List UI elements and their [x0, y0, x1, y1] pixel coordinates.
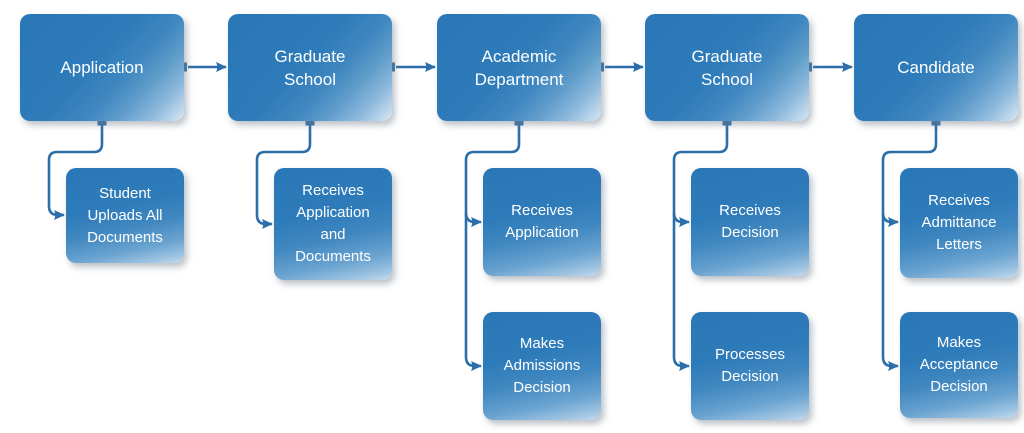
node-academic-department: Academic Department: [437, 14, 601, 121]
subnode-makes-acceptance-decision: Makes Acceptance Decision: [900, 312, 1018, 418]
subnode-label: Receives Application: [505, 202, 579, 241]
subnode-label: Receives Decision: [719, 202, 781, 241]
connector-origin-square: [97, 116, 107, 126]
subnode-student-uploads-all-documents: Student Uploads All Documents: [66, 168, 184, 263]
subnode-label: Makes Acceptance Decision: [919, 334, 999, 395]
subnode-receives-application: Receives Application: [483, 168, 601, 276]
node-label: Academic Department: [474, 46, 564, 89]
connector-candidate-to-sub1: [881, 212, 899, 227]
node-label: Candidate: [897, 58, 975, 77]
subnode-label: Makes Admissions Decision: [503, 335, 581, 396]
subnode-label: Receives Application and Documents: [295, 182, 371, 265]
node-graduate-school-1: Graduate School: [228, 14, 392, 121]
connector-academic-department-to-sub2: [464, 125, 521, 371]
node-candidate: Candidate: [854, 14, 1018, 121]
subnode-receives-admittance-letters: Receives Admittance Letters: [900, 168, 1018, 278]
connector-origin-square: [722, 116, 732, 126]
connector-academic-department-to-sub1: [464, 212, 482, 227]
connector-origin-square: [931, 116, 941, 126]
subnode-processes-decision: Processes Decision: [691, 312, 809, 420]
subnode-label: Processes Decision: [714, 346, 786, 385]
node-application: Application: [20, 14, 184, 121]
connector-graduate-school-2-to-sub2: [672, 125, 729, 371]
connector-origin-square: [514, 116, 524, 126]
connector-graduate-school-1-to-sub: [255, 125, 312, 229]
node-label: Graduate School: [691, 46, 763, 89]
connector-graduate-school-2-to-sub1: [672, 212, 690, 227]
connector-candidate-to-sub2: [881, 125, 938, 371]
subnode-label: Receives Admittance Letters: [921, 192, 997, 253]
connector-application-to-sub: [47, 125, 104, 220]
subnode-receives-decision: Receives Decision: [691, 168, 809, 276]
subnode-label: Student Uploads All Documents: [87, 184, 163, 246]
subnode-receives-application-and-documents: Receives Application and Documents: [274, 168, 392, 280]
node-graduate-school-2: Graduate School: [645, 14, 809, 121]
node-label: Application: [60, 58, 144, 77]
node-label: Graduate School: [274, 46, 346, 89]
connector-origin-square: [305, 116, 315, 126]
subnode-makes-admissions-decision: Makes Admissions Decision: [483, 312, 601, 420]
